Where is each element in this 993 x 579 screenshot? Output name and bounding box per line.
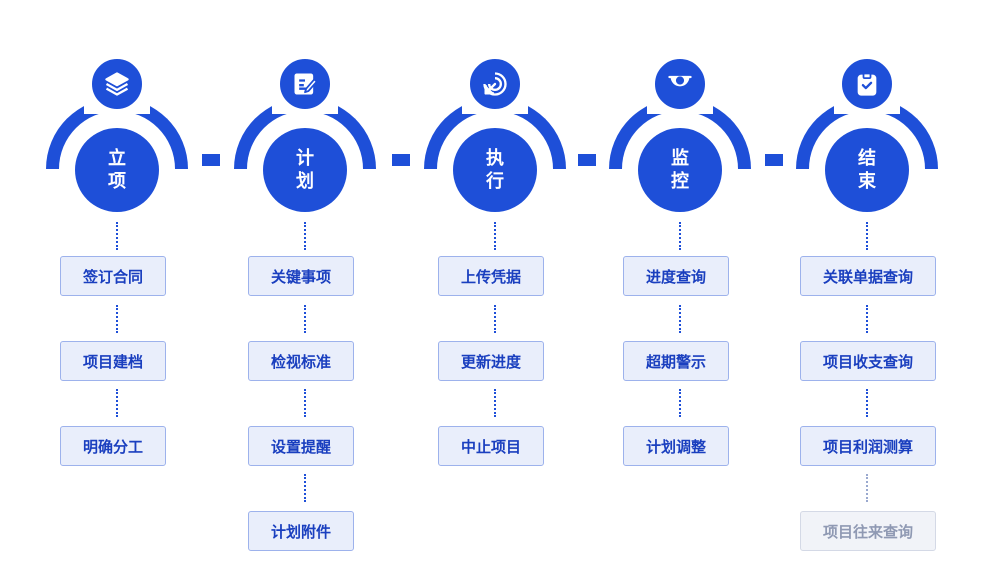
stage-title: 计划	[296, 148, 314, 191]
dotted-connector	[679, 305, 681, 333]
dotted-connector	[866, 305, 868, 333]
stage-item[interactable]: 计划附件	[248, 511, 354, 551]
stage-item-disabled: 项目往来查询	[800, 511, 936, 551]
stage-connector	[392, 154, 410, 166]
target-icon	[466, 55, 524, 113]
stage-item[interactable]: 关键事项	[248, 256, 354, 296]
stage-title: 立项	[108, 148, 126, 191]
stage-item[interactable]: 明确分工	[60, 426, 166, 466]
stage-title: 监控	[671, 148, 689, 191]
stage-jihua: 计划 关键事项 检视标准 设置提醒 计划附件	[230, 0, 380, 579]
stage-circle[interactable]: 监控	[638, 128, 722, 212]
stage-connector	[578, 154, 596, 166]
stage-item[interactable]: 关联单据查询	[800, 256, 936, 296]
dotted-connector	[494, 222, 496, 250]
clipboard-check-icon	[838, 55, 896, 113]
stage-zhixing: 执行 上传凭据 更新进度 中止项目	[420, 0, 570, 579]
dotted-connector	[866, 389, 868, 417]
dotted-connector	[494, 305, 496, 333]
dotted-connector	[494, 389, 496, 417]
stage-circle[interactable]: 执行	[453, 128, 537, 212]
stage-jieshu: 结束 关联单据查询 项目收支查询 项目利润测算 项目往来查询	[792, 0, 942, 579]
edit-icon	[276, 55, 334, 113]
stage-circle[interactable]: 立项	[75, 128, 159, 212]
stage-item[interactable]: 项目建档	[60, 341, 166, 381]
dotted-connector	[866, 474, 868, 502]
stage-item[interactable]: 更新进度	[438, 341, 544, 381]
camera-icon	[651, 55, 709, 113]
dotted-connector	[304, 222, 306, 250]
dotted-connector	[116, 222, 118, 250]
stage-connector	[765, 154, 783, 166]
stage-item[interactable]: 超期警示	[623, 341, 729, 381]
stage-item[interactable]: 检视标准	[248, 341, 354, 381]
dotted-connector	[116, 305, 118, 333]
stage-item[interactable]: 项目收支查询	[800, 341, 936, 381]
layers-icon	[88, 55, 146, 113]
stage-item[interactable]: 签订合同	[60, 256, 166, 296]
stage-item[interactable]: 项目利润测算	[800, 426, 936, 466]
dotted-connector	[304, 474, 306, 502]
stage-jiankong: 监控 进度查询 超期警示 计划调整	[605, 0, 755, 579]
dotted-connector	[304, 305, 306, 333]
dotted-connector	[679, 222, 681, 250]
stage-title: 结束	[858, 148, 876, 191]
stage-item[interactable]: 设置提醒	[248, 426, 354, 466]
stage-title: 执行	[486, 148, 504, 191]
stage-item[interactable]: 计划调整	[623, 426, 729, 466]
stage-item[interactable]: 上传凭据	[438, 256, 544, 296]
stage-connector	[202, 154, 220, 166]
dotted-connector	[679, 389, 681, 417]
stage-lixiang: 立项 签订合同 项目建档 明确分工	[42, 0, 192, 579]
dotted-connector	[304, 389, 306, 417]
dotted-connector	[866, 222, 868, 250]
stage-circle[interactable]: 结束	[825, 128, 909, 212]
stage-item[interactable]: 中止项目	[438, 426, 544, 466]
dotted-connector	[116, 389, 118, 417]
stage-circle[interactable]: 计划	[263, 128, 347, 212]
stage-item[interactable]: 进度查询	[623, 256, 729, 296]
